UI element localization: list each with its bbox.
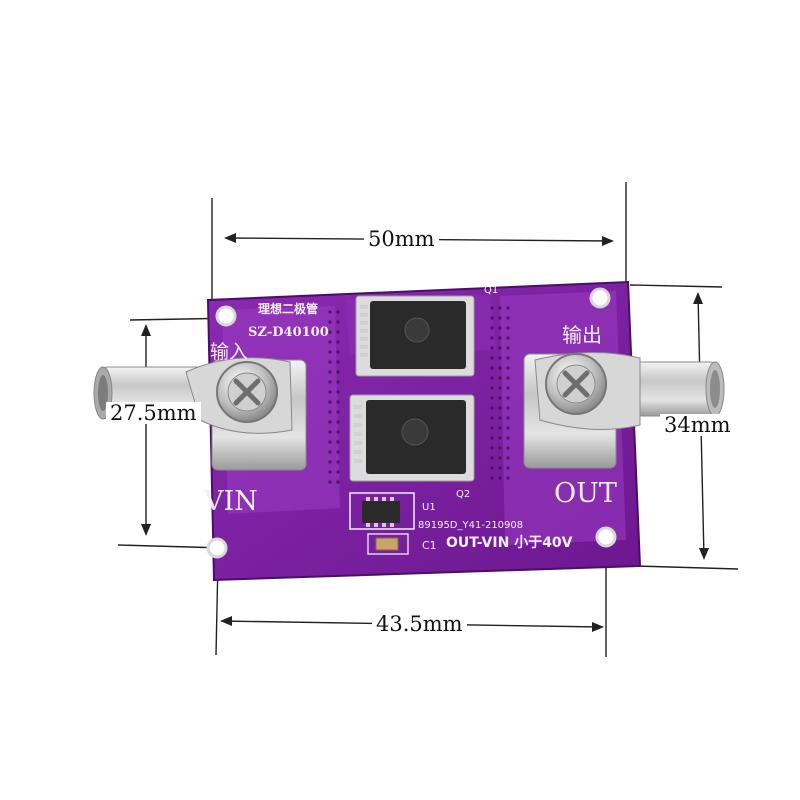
dimension-width-bottom: 43.5mm	[372, 613, 467, 635]
silk-q2: Q2	[456, 489, 471, 500]
capacitor-c1	[367, 533, 409, 555]
dimension-height-right: 34mm	[660, 414, 735, 436]
mosfet-q2	[349, 394, 475, 482]
mounting-holes	[206, 287, 617, 559]
right-screw-terminal	[523, 351, 641, 469]
silk-batch: 89195D_Y41-210908	[418, 520, 524, 531]
silk-u1: U1	[422, 502, 436, 513]
silk-voltage-note: OUT-VIN 小于40V	[446, 535, 573, 551]
dimension-width-top: 50mm	[364, 228, 439, 250]
silk-vin-label: VIN	[204, 486, 258, 517]
silk-q1: Q1	[484, 285, 499, 296]
silk-output-label: 输出	[562, 323, 602, 347]
silk-title: 理想二极管	[258, 302, 319, 316]
mosfet-q1	[355, 295, 475, 377]
dimension-height-left: 27.5mm	[106, 402, 201, 424]
left-screw-terminal	[185, 357, 307, 471]
silk-model: SZ-D40100	[248, 325, 329, 340]
silk-out-label: OUT	[554, 478, 617, 509]
silk-input-label: 输入	[210, 341, 249, 363]
silk-c1: C1	[422, 539, 437, 552]
controller-chip-u1	[349, 492, 415, 530]
